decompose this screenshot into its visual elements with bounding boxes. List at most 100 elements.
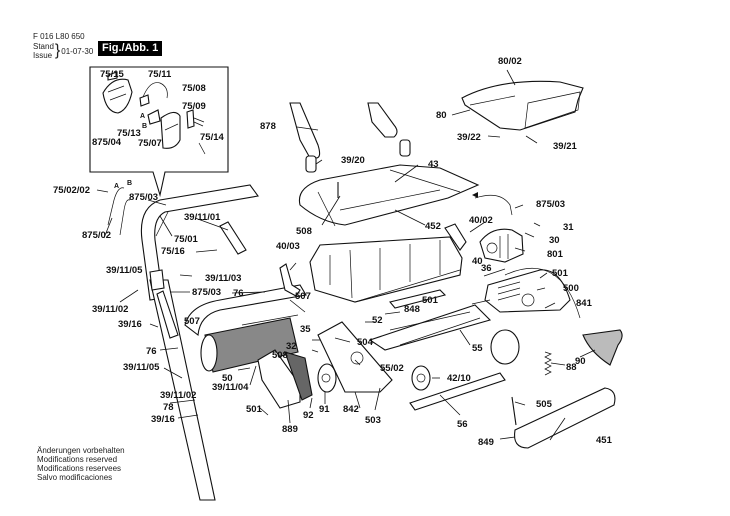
- callout-31: 31: [563, 222, 574, 233]
- callout-507-a: 507: [295, 291, 311, 302]
- side-plate-842: [317, 321, 393, 393]
- callout-505: 505: [536, 399, 553, 410]
- callout-39-11-05-b: 39/11/05: [123, 362, 160, 373]
- wheel-42-10: [411, 365, 431, 391]
- callout-inset-A: A: [140, 113, 145, 120]
- callout-501-b: 501: [552, 268, 569, 279]
- callout-848: 848: [404, 304, 420, 315]
- callout-503: 503: [365, 415, 381, 426]
- handle-tube-76: [149, 269, 216, 501]
- callout-875-04: 875/04: [92, 137, 122, 148]
- callout-91: 91: [319, 404, 330, 415]
- callout-75-13: 75/13: [117, 128, 141, 139]
- callout-75-15: 75/15: [100, 69, 124, 80]
- callout-801: 801: [547, 249, 564, 260]
- callout-A: A: [114, 183, 119, 190]
- disclaimer-en: Modifications reserved: [37, 455, 118, 464]
- issue-date: 01-07-30: [61, 46, 94, 56]
- callout-501-a: 501: [246, 404, 263, 415]
- brace-icon: }: [54, 42, 61, 59]
- callout-80: 80: [436, 110, 447, 121]
- callout-501-c: 501: [422, 295, 439, 306]
- bracket-40-03: [279, 263, 301, 297]
- callout-75-16: 75/16: [161, 246, 185, 257]
- callout-80-02: 80/02: [498, 56, 522, 67]
- callout-452: 452: [425, 221, 441, 232]
- callout-39-11-03: 39/11/03: [205, 273, 241, 284]
- callout-40-02: 40/02: [469, 215, 493, 226]
- callout-889: 889: [282, 424, 298, 435]
- callout-75-09: 75/09: [182, 101, 206, 112]
- callout-90: 90: [575, 356, 586, 367]
- callout-32: 32: [286, 341, 297, 352]
- callout-39-11-04: 39/11/04: [212, 382, 249, 393]
- callout-35: 35: [300, 324, 311, 335]
- callout-39-20: 39/20: [341, 155, 365, 166]
- motor-801: [472, 192, 524, 263]
- callout-39-11-02-b: 39/11/02: [160, 390, 196, 401]
- disclaimer-fr: Modifications reservees: [37, 464, 122, 473]
- callout-78: 78: [163, 402, 174, 413]
- callout-43: 43: [428, 159, 439, 170]
- axle-56: [409, 372, 506, 411]
- callout-875-03-b: 875/03: [192, 287, 221, 298]
- bolt-505: [511, 396, 517, 426]
- plate-39-11-01: [219, 221, 247, 255]
- disc-55: [490, 329, 520, 365]
- callout-56: 56: [457, 419, 468, 430]
- callout-75-08: 75/08: [182, 83, 206, 94]
- issue-label: Issue: [33, 51, 53, 60]
- callout-92: 92: [303, 410, 314, 421]
- figure-label: Fig./Abb. 1: [98, 41, 163, 56]
- callout-39-16-b: 39/16: [151, 414, 175, 425]
- callout-507-b: 507: [184, 316, 200, 327]
- chassis-40: [309, 223, 467, 303]
- belt-cover-889: [257, 349, 313, 409]
- callout-B: B: [127, 180, 132, 187]
- callout-875-03-a: 875/03: [129, 192, 158, 203]
- callout-39-22: 39/22: [457, 132, 481, 143]
- callout-875-02: 875/02: [82, 230, 111, 241]
- callout-39-16-a: 39/16: [118, 319, 142, 330]
- callout-508-a: 508: [272, 350, 288, 361]
- disclaimer-footer: Änderungen vorbehalten Modifications res…: [37, 446, 125, 482]
- disclaimer-es: Salvo modificaciones: [37, 473, 113, 482]
- callout-75-01: 75/01: [174, 234, 198, 245]
- callout-75-11: 75/11: [148, 69, 172, 80]
- callout-88: 88: [566, 362, 577, 373]
- callout-76-a: 76: [233, 288, 244, 299]
- callout-878: 878: [260, 121, 276, 132]
- cutter-55: [368, 289, 492, 351]
- callout-40: 40: [472, 256, 483, 267]
- callout-55: 55: [472, 343, 483, 354]
- callout-508-b: 508: [296, 226, 312, 237]
- cover-43: [298, 164, 480, 227]
- callout-39-11-02-a: 39/11/02: [92, 304, 128, 315]
- callout-842: 842: [343, 404, 359, 415]
- callout-75-07: 75/07: [138, 138, 162, 149]
- callout-75-02-02: 75/02/02: [53, 185, 90, 196]
- callout-55-02: 55/02: [380, 363, 404, 374]
- callout-42-10: 42/10: [447, 373, 471, 384]
- callout-36: 36: [481, 263, 492, 274]
- flap-90: [582, 329, 623, 366]
- grass-box-80: [461, 80, 584, 131]
- callout-39-11-01: 39/11/01: [184, 212, 221, 223]
- callout-849: 849: [478, 437, 494, 448]
- callout-40-03: 40/03: [276, 241, 300, 252]
- document-number: F 016 L80 650: [33, 32, 85, 41]
- callout-841: 841: [576, 298, 593, 309]
- callout-504: 504: [357, 337, 374, 348]
- callout-52: 52: [372, 315, 383, 326]
- spring-88: [544, 351, 552, 376]
- cable-875-02: [107, 187, 131, 236]
- callout-76-b: 76: [146, 346, 157, 357]
- detail-inset: [89, 66, 229, 198]
- callout-30: 30: [549, 235, 560, 246]
- callout-75-14: 75/14: [200, 132, 224, 143]
- callout-inset-B: B: [142, 123, 147, 130]
- callout-labels: 75/15 75/11 75/08 75/09 75/13 75/07 875/…: [53, 56, 613, 448]
